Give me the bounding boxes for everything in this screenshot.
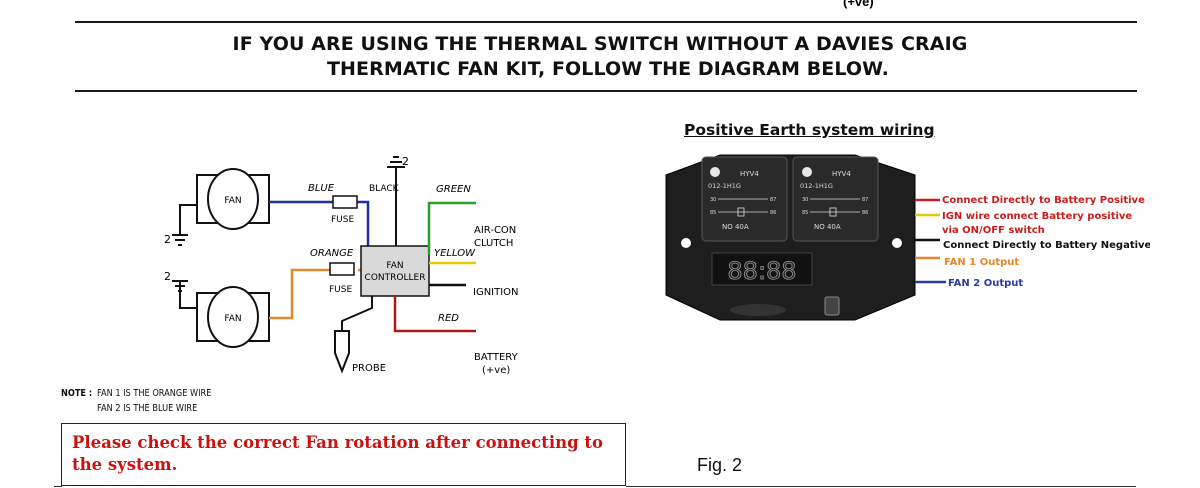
cable-outlet [730, 304, 786, 316]
red-wire-label: RED [438, 313, 459, 324]
label-ign-wire: IGN wire connect Battery positive [942, 211, 1132, 222]
black-wire-label: BLACK [369, 184, 400, 194]
controller-earth-number: 2 [402, 155, 409, 168]
controller-earth-symbol [387, 156, 405, 246]
fan-2-motor: FAN [196, 286, 270, 348]
set-button [824, 296, 840, 316]
controller-label-line-2: CONTROLLER [365, 273, 426, 283]
red-wire [393, 296, 476, 333]
battery-label-line-1: BATTERY [474, 352, 519, 363]
mounting-hole-left [681, 238, 691, 248]
top-divider [75, 21, 1137, 23]
rotation-warning-text: Please check the correct Fan rotation af… [72, 433, 603, 474]
relay-1: HYV4 012-1H1G 30 87 85 86 NO 40A [701, 156, 788, 242]
led-display [711, 252, 813, 286]
figure-caption: Fig. 2 [697, 455, 743, 475]
green-wire-label: GREEN [436, 184, 471, 195]
fuse-1 [332, 195, 358, 209]
relay-2-pin-86: 86 [862, 210, 868, 216]
top-fragment-text: (+ve) [843, 0, 874, 9]
yellow-wire-label: YELLOW [434, 248, 476, 259]
relay-1-pin-87: 87 [770, 197, 776, 203]
green-wire [427, 201, 476, 255]
relay-2-rating: NO 40A [814, 223, 841, 231]
label-ign-switch: via ON/OFF switch [942, 225, 1045, 236]
relay-2-model: 012-1H1G [800, 182, 833, 190]
probe-sensor [334, 330, 350, 374]
label-battery-negative: Connect Directly to Battery Negative [943, 240, 1150, 251]
bottom-rule [626, 486, 1136, 487]
fan-wiring-diagram: FAN FAN 2 2 2 BLUE FUSE BLACK ORANGE FUS… [164, 155, 519, 376]
heading-line-1: IF YOU ARE USING THE THERMAL SWITCH WITH… [232, 33, 968, 55]
left-bottom-rule [54, 486, 62, 487]
probe-wire [341, 296, 373, 331]
blue-wire-label: BLUE [308, 183, 335, 194]
relay-1-pin-85: 85 [710, 210, 716, 216]
label-fan-2-output: FAN 2 Output [948, 278, 1023, 289]
warning-box [61, 423, 626, 486]
relay-2-pin-85: 85 [802, 210, 808, 216]
fan-2-label: FAN [224, 314, 241, 324]
fan-2-earth-symbol [172, 280, 197, 309]
fan-controller-box [360, 245, 430, 297]
fan-1-earth-number: 2 [164, 233, 171, 246]
probe-label: PROBE [352, 363, 386, 374]
note-line-1: FAN 1 IS THE ORANGE WIRE [97, 388, 212, 399]
relay-1-model: 012-1H1G [708, 182, 741, 190]
heading-line-2: THERMATIC FAN KIT, FOLLOW THE DIAGRAM BE… [326, 58, 889, 80]
fan-1-earth-symbol [172, 204, 197, 246]
positive-earth-title: Positive Earth system wiring [684, 121, 935, 139]
label-battery-positive: Connect Directly to Battery Positive [942, 195, 1145, 206]
relay-2-brand: HYV4 [832, 170, 851, 178]
relay-2-pin-87: 87 [862, 197, 868, 203]
relay-1-rating: NO 40A [722, 223, 749, 231]
fan-1-motor: FAN [196, 168, 270, 230]
orange-wire [269, 268, 368, 320]
orange-wire-label: ORANGE [310, 248, 354, 259]
note-line-2: FAN 2 IS THE BLUE WIRE [97, 403, 198, 414]
aircon-label-line-2: CLUTCH [474, 238, 513, 249]
fan-1-label: FAN [224, 196, 241, 206]
fuse-2 [329, 262, 355, 276]
note-prefix: NOTE : [61, 388, 93, 399]
label-fan-1-output: FAN 1 Output [944, 257, 1019, 268]
relay-1-pin-86: 86 [770, 210, 776, 216]
led-display-digits: 88:88 [727, 257, 796, 285]
fuse-2-label: FUSE [329, 285, 352, 295]
aircon-label-line-1: AIR-CON [474, 225, 516, 236]
battery-label-line-2: (+ve) [482, 365, 510, 376]
relay-1-pin-30: 30 [710, 197, 716, 203]
ignition-label: IGNITION [473, 287, 519, 298]
fuse-1-label: FUSE [331, 215, 354, 225]
fan-2-earth-number: 2 [164, 270, 171, 283]
relay-2-pin-30: 30 [802, 197, 808, 203]
heading-divider [75, 90, 1137, 92]
relay-1-brand: HYV4 [740, 170, 759, 178]
positive-earth-controller-image: HYV4 012-1H1G 30 87 85 86 NO 40A HYV4 01… [665, 154, 1150, 321]
relay-2: HYV4 012-1H1G 30 87 85 86 NO 40A [792, 156, 879, 242]
mounting-hole-right [892, 238, 902, 248]
controller-label-line-1: FAN [386, 261, 403, 271]
